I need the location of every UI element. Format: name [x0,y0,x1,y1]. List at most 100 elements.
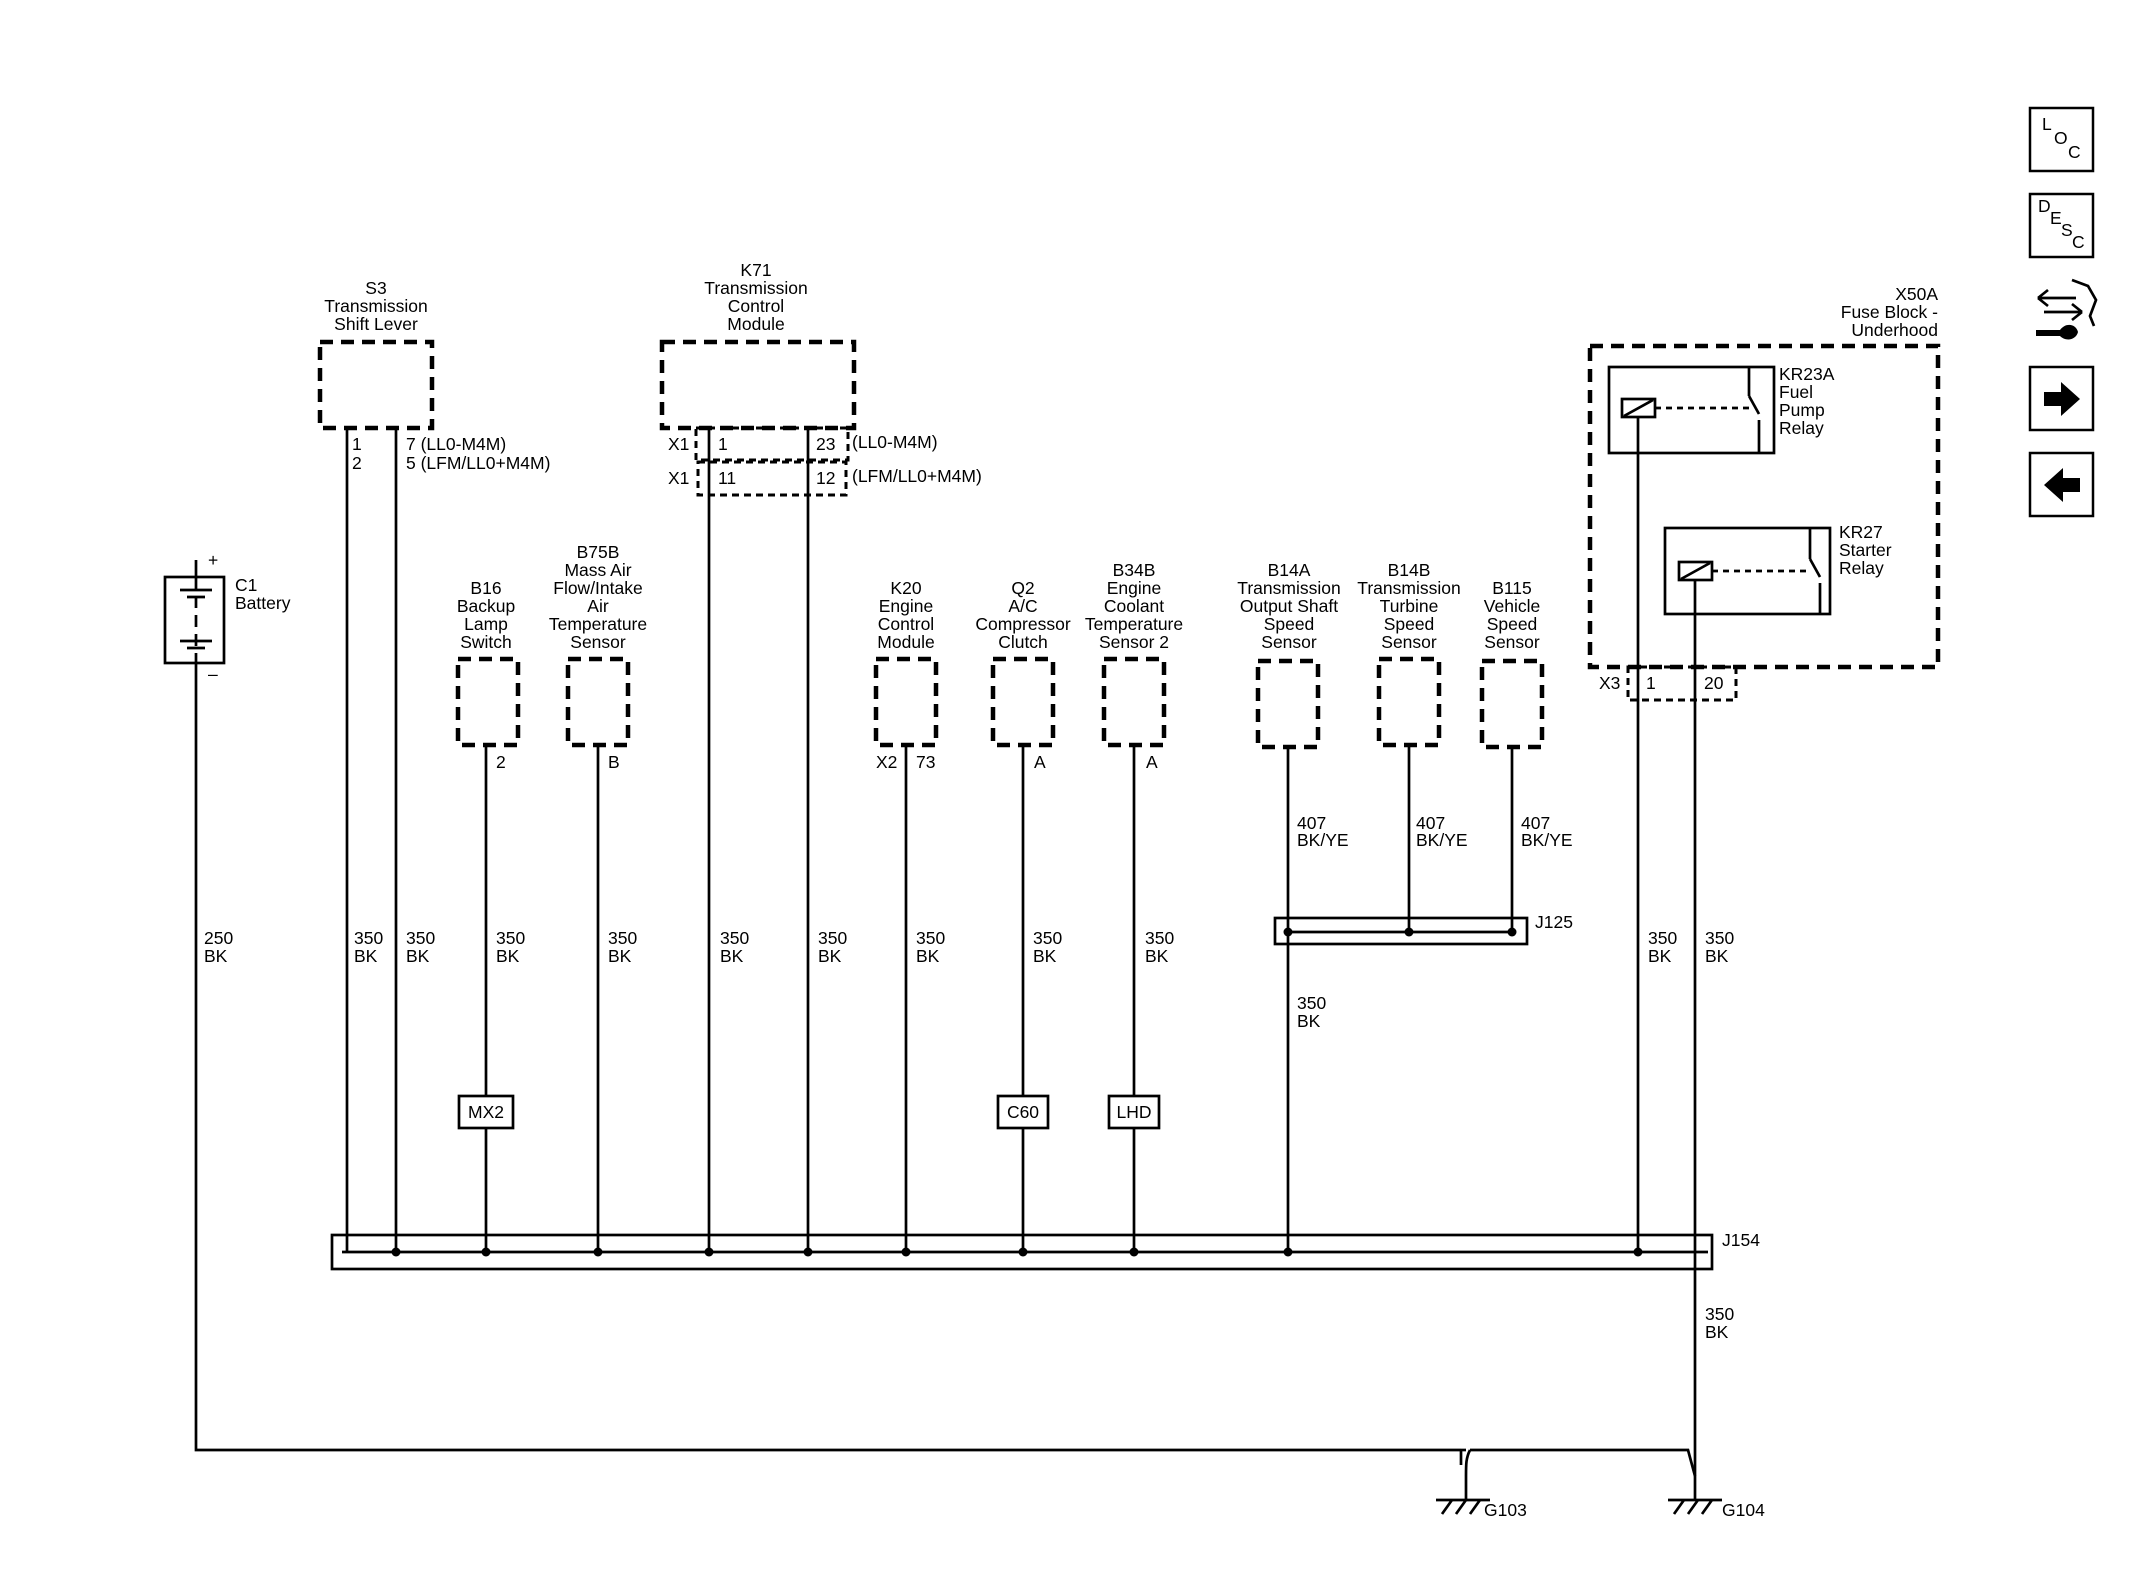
wire-x50a-1-color: BK [1648,946,1672,966]
b14a-label-3: Speed [1264,614,1315,634]
battery-plus-label: + [208,550,218,570]
b75b-pin: B [608,752,620,772]
svg-text:D: D [2038,196,2051,216]
connector-wrench-icon [2036,278,2098,340]
wire-k71b-color: BK [818,946,842,966]
next-button[interactable] [2028,365,2095,432]
splice-j125-label: J125 [1535,912,1573,932]
b14a-id: B14A [1268,560,1311,580]
b34b-id: B34B [1113,560,1156,580]
relay-kr23a: KR23A Fuel Pump Relay [1607,364,1835,455]
k20-label-2: Control [878,614,934,634]
arrow-left-icon [2044,468,2080,502]
q2-label-2: Compressor [975,614,1070,634]
b75b-label-2: Flow/Intake [553,578,642,598]
description-icon: D E S C [2038,196,2085,252]
q2-label-3: Clutch [998,632,1048,652]
s3-label-2: Shift Lever [334,314,418,334]
q2-id: Q2 [1011,578,1034,598]
battery-id: C1 [235,575,257,595]
x50a-conn: X3 [1599,673,1620,693]
k20-pin: 73 [916,752,935,772]
wire-b115-gauge: 407 [1521,813,1550,833]
b16-pin: 2 [496,752,506,772]
x50a-label-2: Underhood [1851,320,1938,340]
k71-label-2: Control [728,296,784,316]
b14a-label-2: Output Shaft [1240,596,1338,616]
wire-b75b-color: BK [608,946,632,966]
component-b14b: B14B Transmission Turbine Speed Sensor [1357,560,1461,748]
component-b16: B16 Backup Lamp Switch 2 [455,578,521,772]
k20-label-3: Module [877,632,934,652]
b16-label-3: Switch [460,632,512,652]
wire-b34b-color: BK [1145,946,1169,966]
component-k71: K71 Transmission Control Module X1 X1 1 … [659,260,982,497]
wire-x50a-20-color: BK [1705,946,1729,966]
wire-b14b-gauge: 407 [1416,813,1445,833]
wire-k71a-color: BK [720,946,744,966]
component-k20: K20 Engine Control Module X2 73 [873,578,939,772]
ground-g103-label: G103 [1484,1500,1527,1520]
location-icon: L O C [2042,114,2081,162]
s3-pin-1: 1 [352,434,362,454]
svg-text:C: C [2068,142,2081,162]
wire-x50a-1-gauge: 350 [1648,928,1677,948]
wire-s3a-color: BK [354,946,378,966]
splice-j125: J125 [1273,912,1573,946]
k71-id: K71 [740,260,771,280]
s3-id: S3 [365,278,386,298]
x50a-pin-1: 1 [1646,673,1656,693]
b14b-label-4: Sensor [1381,632,1437,652]
k71-option-2: (LFM/LL0+M4M) [852,466,982,486]
b16-label-2: Lamp [464,614,508,634]
service-button[interactable] [2036,278,2098,340]
wire-s3b-gauge: 350 [406,928,435,948]
s3-pin-2: 2 [352,453,362,473]
k20-id: K20 [890,578,921,598]
wire-c1-gauge: 250 [204,928,233,948]
wire-k71b-gauge: 350 [818,928,847,948]
battery-c1: + – C1 Battery [163,550,291,684]
wire-q2-color: BK [1033,946,1057,966]
x50a-pin-20: 20 [1704,673,1724,693]
b34b-label-2: Coolant [1104,596,1164,616]
wire-j125-gauge: 350 [1297,993,1326,1013]
wire-b14a-color: BK/YE [1297,830,1349,850]
battery-label: Battery [235,593,291,613]
inline-connector-c60-label: C60 [1007,1102,1039,1122]
component-q2: Q2 A/C Compressor Clutch A [975,578,1070,772]
x50a-id: X50A [1895,284,1938,304]
svg-text:L: L [2042,114,2052,134]
prev-button[interactable] [2028,451,2095,518]
wire-s3a-gauge: 350 [354,928,383,948]
wire-b75b-gauge: 350 [608,928,637,948]
component-b14a: B14A Transmission Output Shaft Speed Sen… [1237,560,1341,750]
component-x50a: X50A Fuse Block - Underhood X3 1 20 KR23… [1587,284,1941,702]
q2-pin: A [1034,752,1046,772]
s3-pin-7: 7 (LL0-M4M) [406,434,506,454]
wire-j125-color: BK [1297,1011,1321,1031]
inline-connector-lhd [1107,1094,1161,1130]
battery-minus-label: – [208,664,218,684]
s3-pin-5: 5 (LFM/LL0+M4M) [406,453,550,473]
wire-c1-color: BK [204,946,228,966]
wire-x50a-20-gauge: 350 [1705,928,1734,948]
wire-k20-gauge: 350 [916,928,945,948]
svg-text:S: S [2061,220,2073,240]
wire-b14a-gauge: 407 [1297,813,1326,833]
wire-b16-gauge: 350 [496,928,525,948]
k71-label-3: Module [727,314,784,334]
desc-button[interactable]: D E S C [2028,192,2095,259]
b115-id: B115 [1492,578,1532,598]
loc-button[interactable]: L O C [2028,106,2095,173]
inline-connector-lhd-label: LHD [1116,1102,1151,1122]
b16-label-1: Backup [457,596,515,616]
k20-label-1: Engine [879,596,934,616]
wire-k71a-gauge: 350 [720,928,749,948]
kr23a-id: KR23A [1779,364,1835,384]
wire-s3b-color: BK [406,946,430,966]
component-b34b: B34B Engine Coolant Temperature Sensor 2… [1085,560,1183,772]
b14b-id: B14B [1388,560,1431,580]
k71-pin-12: 12 [816,468,835,488]
